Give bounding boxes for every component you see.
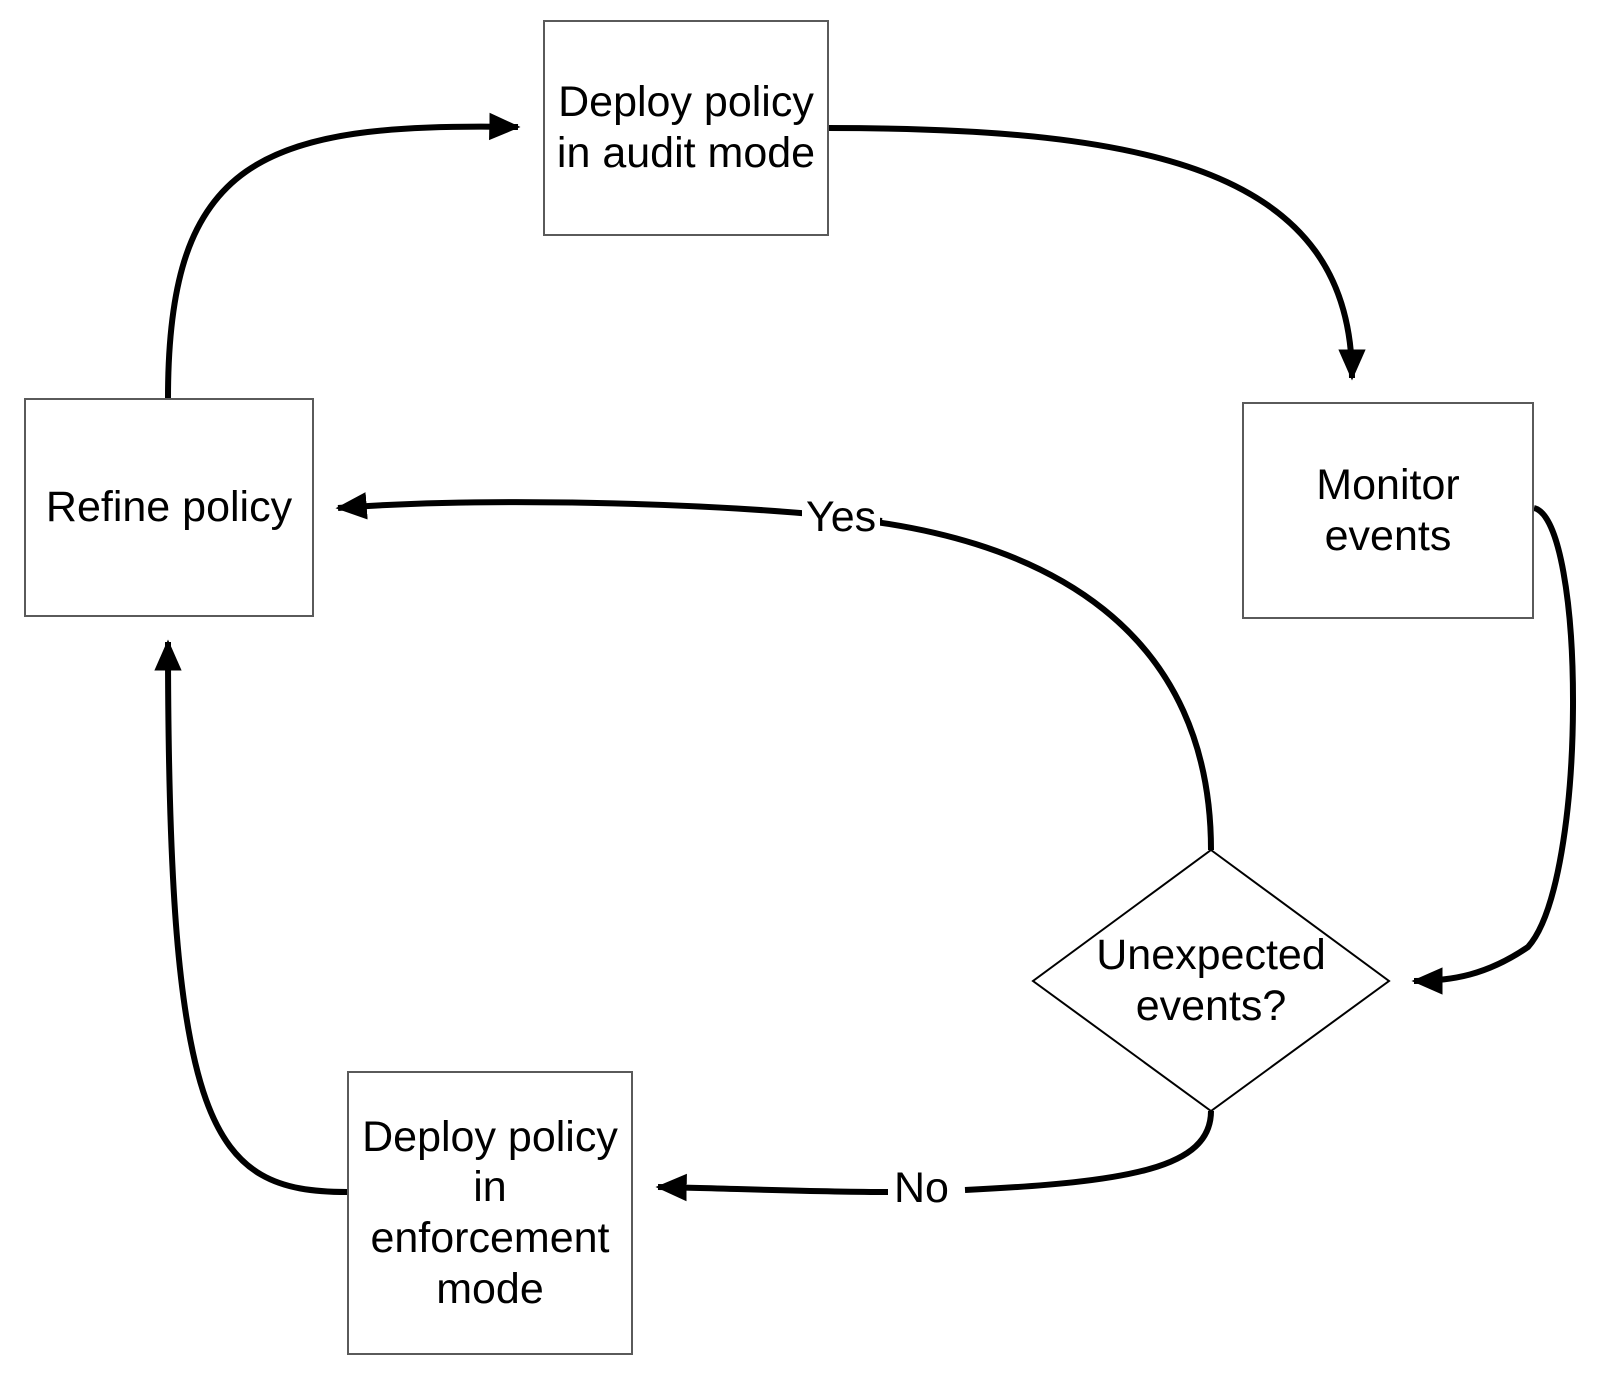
node-deploy-audit[interactable]: Deploy policy in audit mode <box>543 20 829 236</box>
edge-refine-to-audit <box>165 112 521 399</box>
edge-monitor-to-decision <box>1411 505 1576 995</box>
edge-label-yes: Yes <box>802 494 881 541</box>
edge-decision-no-to-enforcement <box>964 1110 1214 1193</box>
node-deploy-audit-label: Deploy policy in audit mode <box>556 78 816 177</box>
edge-decision-yes-to-refine-tail <box>335 492 883 524</box>
node-monitor-events-label: Monitor events <box>1316 460 1460 560</box>
node-refine-policy[interactable]: Refine policy <box>24 398 314 617</box>
edge-label-no: No <box>890 1165 953 1212</box>
edge-decision-yes-to-refine <box>804 512 1214 851</box>
node-deploy-enforcement-label: Deploy policy in enforcement mode <box>362 1112 618 1313</box>
edge-audit-to-monitor <box>827 125 1366 381</box>
node-refine-policy-label: Refine policy <box>45 483 293 532</box>
edge-decision-no-to-enforcement-tail <box>655 1173 889 1202</box>
node-monitor-events[interactable]: Monitor events <box>1242 402 1534 619</box>
edge-enforcement-to-refine <box>154 639 348 1195</box>
node-deploy-enforcement[interactable]: Deploy policy in enforcement mode <box>347 1071 633 1355</box>
node-unexpected-events-shape[interactable] <box>1031 848 1391 1113</box>
